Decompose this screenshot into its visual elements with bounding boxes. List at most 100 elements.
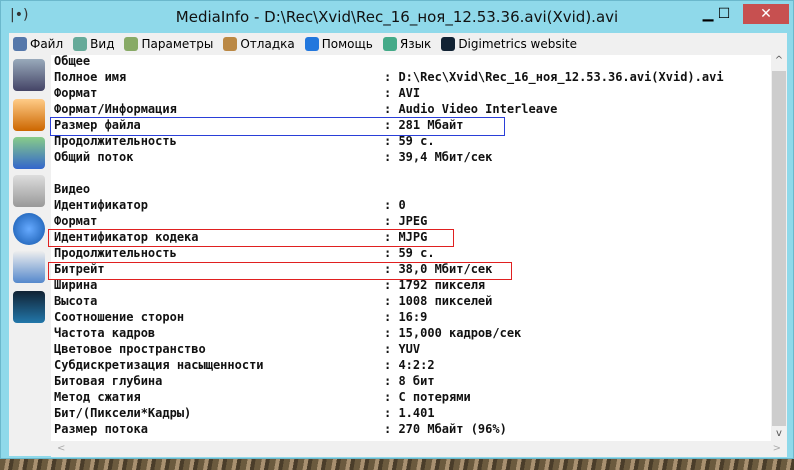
field-name: Цветовое пространство [54, 342, 206, 356]
menu-debug[interactable]: Отладка [223, 37, 295, 51]
field-name: Высота [54, 294, 98, 308]
info-row: Полное имя : D:\Rec\Xvid\Rec_16_ноя_12.53… [54, 69, 724, 85]
field-name: Общий поток [54, 150, 134, 164]
field-name: Размер потока [54, 422, 148, 436]
globe-icon [382, 37, 397, 51]
field-value: : 15,000 кадров/сек [384, 326, 522, 340]
scroll-down-icon[interactable]: v [776, 428, 782, 439]
help-icon [304, 37, 319, 51]
info-row: Соотношение сторон : 16:9 [54, 309, 427, 325]
view-sidebar [9, 55, 51, 456]
menu-view[interactable]: Вид [73, 37, 114, 51]
field-name: Общее [54, 55, 91, 68]
field-value: : 59 с. [384, 246, 435, 260]
field-name: Полное имя [54, 70, 127, 84]
debug-icon [223, 37, 238, 51]
settings-icon [124, 37, 139, 51]
info-row: Общее [54, 55, 90, 69]
sheet-view-icon[interactable] [13, 99, 45, 131]
menu-bar: Файл Вид Параметры Отладка Помощь Язык Digimet… [9, 33, 787, 55]
menu-help[interactable]: Помощь [304, 37, 373, 51]
minimize-button[interactable]: ▁ [702, 6, 714, 22]
field-value: : MJPG [384, 230, 428, 244]
scroll-thumb[interactable] [772, 71, 786, 426]
field-value: : 1.401 [384, 406, 435, 420]
field-value: : 1008 пикселей [384, 294, 493, 308]
digimetrics-icon [441, 37, 456, 51]
field-value: : AVI [384, 86, 421, 100]
menu-file[interactable]: Файл [13, 37, 63, 51]
menu-digimetrics[interactable]: Digimetrics website [441, 37, 577, 51]
info-row: Общий поток : 39,4 Мбит/сек [54, 149, 492, 165]
field-value: : Audio Video Interleave [384, 102, 558, 116]
field-value: : С потерями [384, 390, 471, 404]
info-row: Субдискретизация насыщенности : 4:2:2 [54, 357, 435, 373]
field-name: Метод сжатия [54, 390, 141, 404]
field-name: Формат [54, 86, 98, 100]
html-view-icon[interactable] [13, 251, 45, 283]
info-row: Бит/(Пиксели*Кадры) : 1.401 [54, 405, 435, 421]
info-row: Формат : AVI [54, 85, 420, 101]
view-icon [73, 37, 88, 51]
info-row: Битрейт: 38,0 Мбит/сек [54, 261, 492, 277]
info-icon[interactable] [13, 213, 45, 245]
field-value: : 16:9 [384, 310, 428, 324]
tree-view-icon[interactable] [13, 137, 45, 169]
maximize-button[interactable]: ☐ [717, 6, 731, 22]
desktop-background [0, 458, 794, 470]
basic-view-icon[interactable] [13, 59, 45, 91]
field-name: Битовая глубина [54, 374, 163, 388]
info-row: Идентификатор кодека : MJPG [54, 229, 427, 245]
window-title: MediaInfo - D:\Rec\Xvid\Rec_16_ноя_12.53… [175, 8, 619, 26]
info-row: Битовая глубина: 8 бит [54, 373, 435, 389]
menu-label: Файл [30, 37, 64, 51]
scroll-right-icon[interactable]: > [772, 443, 781, 454]
field-name: Продолжительность [54, 134, 177, 148]
scroll-left-icon[interactable]: < [57, 443, 66, 454]
title-bar[interactable]: |•) MediaInfo - D:\Rec\Xvid\Rec_16_ноя_1… [1, 1, 793, 31]
text-view-icon[interactable] [13, 175, 45, 207]
field-value: : 39,4 Мбит/сек [384, 150, 493, 164]
info-row: Видео [54, 181, 90, 197]
close-button[interactable]: ✕ [743, 4, 789, 24]
field-name: Частота кадров [54, 326, 156, 340]
field-name: Субдискретизация насыщенности [54, 358, 264, 372]
field-value: : 270 Мбайт (96%) [384, 422, 507, 436]
info-row: Идентификатор: 0 [54, 197, 406, 213]
menu-label: Параметры [141, 37, 214, 51]
field-value: : 4:2:2 [384, 358, 435, 372]
field-name: Видео [54, 182, 91, 196]
field-value: : D:\Rec\Xvid\Rec_16_ноя_12.53.36.avi(Xv… [384, 70, 724, 84]
info-row: Размер потока : 270 Мбайт (96%) [54, 421, 507, 437]
vertical-scrollbar[interactable]: ^ v [771, 55, 787, 441]
info-row: Продолжительность : 59 с. [54, 245, 435, 261]
menu-globe[interactable]: Язык [382, 37, 431, 51]
field-name: Формат [54, 214, 98, 228]
field-name: Продолжительность [54, 246, 177, 260]
menu-label: Отладка [240, 37, 295, 51]
field-value: : 281 Мбайт [384, 118, 464, 132]
info-row: Ширина: 1792 пикселя [54, 277, 485, 293]
menu-settings[interactable]: Параметры [124, 37, 213, 51]
info-row: Высота : 1008 пикселей [54, 293, 492, 309]
horizontal-scrollbar[interactable]: < > [51, 441, 787, 457]
field-value: : 59 с. [384, 134, 435, 148]
field-value: : 1792 пикселя [384, 278, 486, 292]
mediainfo-window: |•) MediaInfo - D:\Rec\Xvid\Rec_16_ноя_1… [0, 0, 794, 459]
app-icon: |•) [10, 7, 29, 23]
field-name: Идентификатор [54, 198, 148, 212]
field-value: : JPEG [384, 214, 428, 228]
field-name: Размер файла [54, 118, 141, 132]
file-icon [13, 37, 27, 51]
field-name: Идентификатор кодека [54, 230, 199, 244]
info-row: Формат/Информация : Audio Video Interleav… [54, 101, 557, 117]
menu-label: Помощь [321, 37, 373, 51]
digimetrics-icon[interactable] [13, 291, 45, 323]
scroll-up-icon[interactable]: ^ [774, 55, 784, 66]
field-name: Формат/Информация [54, 102, 177, 116]
field-name: Бит/(Пиксели*Кадры) [54, 406, 192, 420]
field-value: : 38,0 Мбит/сек [384, 262, 493, 276]
field-name: Соотношение сторон [54, 310, 185, 324]
info-row: Цветовое пространство: YUV [54, 341, 420, 357]
